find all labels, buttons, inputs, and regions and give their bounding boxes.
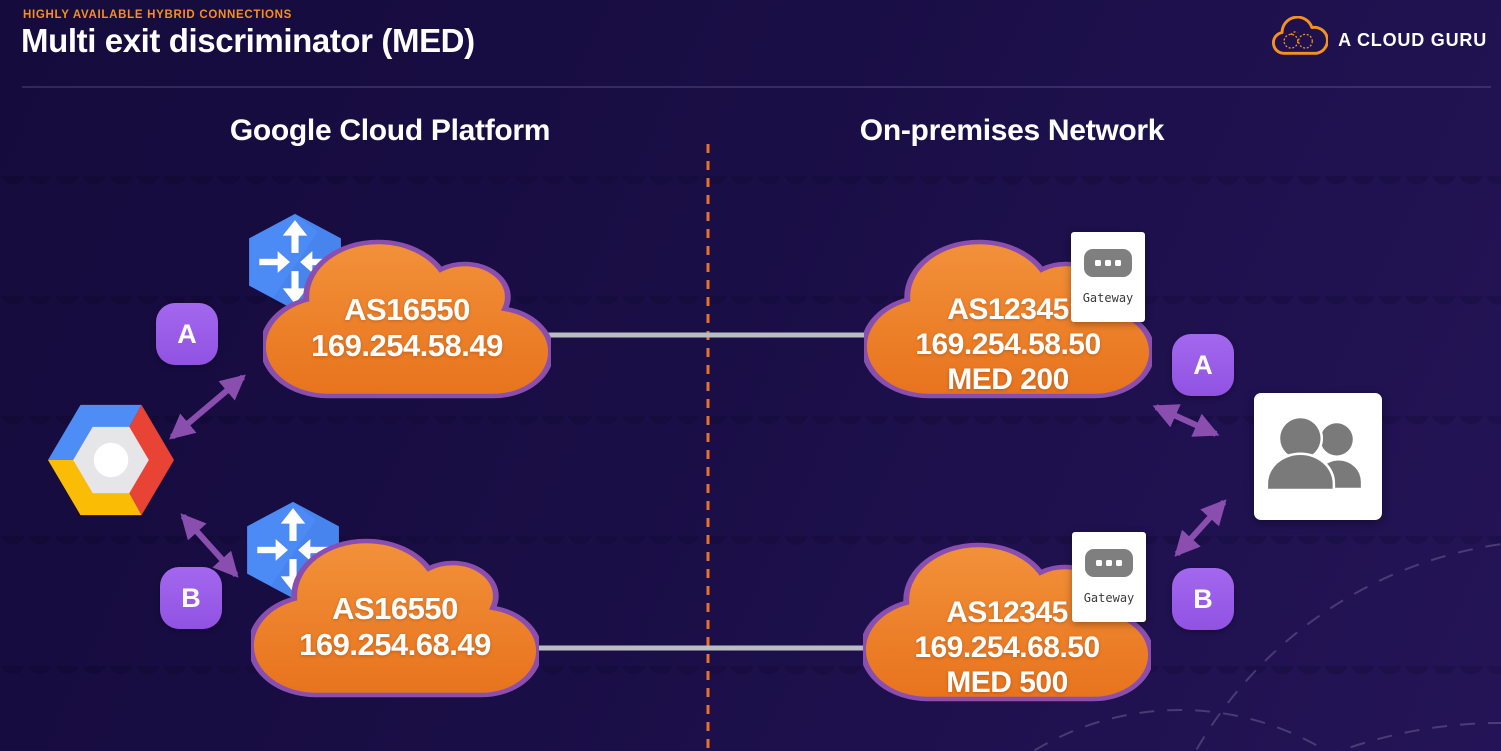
ip-label: 169.254.58.49 bbox=[311, 328, 503, 363]
section-title-onprem: On-premises Network bbox=[859, 114, 1165, 147]
node-gcp-router-b: AS16550 169.254.68.49 bbox=[251, 530, 539, 706]
brand-name: A CLOUD GURU bbox=[1338, 30, 1487, 50]
asn-label: AS12345 bbox=[946, 595, 1068, 629]
asn-label: AS16550 bbox=[344, 292, 470, 327]
background-texture bbox=[0, 666, 1501, 684]
acg-cloud-icon bbox=[1270, 15, 1329, 65]
background-texture bbox=[0, 176, 1501, 194]
badge-tunnel-b-right: B bbox=[1172, 568, 1234, 630]
gateway-card-b: Gateway bbox=[1072, 532, 1146, 622]
brand-logo: A CLOUD GURU bbox=[1270, 15, 1487, 65]
badge-tunnel-a-right: A bbox=[1172, 334, 1234, 396]
cloud-icon bbox=[251, 538, 539, 698]
node-labels: AS16550 169.254.68.49 bbox=[251, 530, 539, 706]
node-labels: AS12345 169.254.58.50 MED 200 bbox=[864, 231, 1152, 407]
page-title: Multi exit discriminator (MED) bbox=[21, 22, 475, 59]
gateway-label: Gateway bbox=[1083, 591, 1135, 605]
section-title-gcp: Google Cloud Platform bbox=[229, 114, 551, 147]
med-label: MED 200 bbox=[947, 362, 1069, 396]
gateway-card-a: Gateway bbox=[1071, 232, 1145, 322]
cloud-icon bbox=[263, 239, 551, 399]
background-texture bbox=[0, 536, 1501, 554]
gateway-chip-icon bbox=[1085, 549, 1133, 577]
ip-label: 169.254.68.49 bbox=[299, 627, 491, 662]
users-icon bbox=[1265, 415, 1361, 492]
badge-tunnel-a-left: A bbox=[156, 303, 218, 365]
badge-tunnel-b-left: B bbox=[160, 567, 222, 629]
asn-label: AS16550 bbox=[332, 591, 458, 626]
onprem-users-card bbox=[1254, 393, 1382, 520]
gcp-hexagon-logo bbox=[42, 396, 180, 524]
node-labels: AS12345 169.254.68.50 MED 500 bbox=[863, 534, 1151, 710]
gateway-label: Gateway bbox=[1082, 291, 1134, 305]
background-texture bbox=[0, 296, 1501, 314]
course-eyebrow: HIGHLY AVAILABLE HYBRID CONNECTIONS bbox=[23, 9, 292, 21]
node-gcp-router-a: AS16550 169.254.58.49 bbox=[263, 231, 551, 407]
ip-label: 169.254.58.50 bbox=[915, 327, 1101, 361]
gateway-chip-icon bbox=[1084, 249, 1132, 277]
header-divider bbox=[22, 86, 1491, 88]
asn-label: AS12345 bbox=[947, 292, 1069, 326]
ip-label: 169.254.68.50 bbox=[914, 630, 1100, 664]
node-labels: AS16550 169.254.58.49 bbox=[263, 231, 551, 407]
med-label: MED 500 bbox=[946, 665, 1068, 699]
